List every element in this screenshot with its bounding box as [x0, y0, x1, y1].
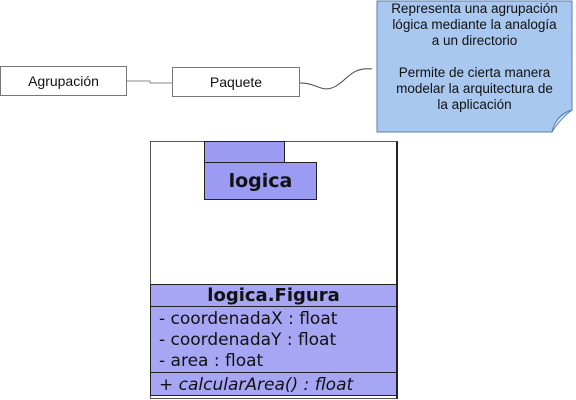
note-line: lógica mediante la analogía [392, 17, 557, 32]
paquete-label: Paquete [209, 74, 263, 90]
class-name: logica.Figura [151, 285, 396, 307]
paquete-box: Paquete [172, 67, 300, 97]
package-logica: logica [204, 162, 317, 200]
class-attribute: - coordenadaX : float [159, 309, 338, 329]
note-text: Representa una agrupación lógica mediant… [380, 1, 569, 113]
package-name: logica [228, 170, 293, 192]
class-attributes: - coordenadaX : float - coordenadaY : fl… [151, 307, 396, 373]
class-attribute: - area : float [159, 351, 264, 371]
paquete-note-connector [299, 68, 373, 90]
agrupacion-box: Agrupación [0, 66, 127, 96]
note-callout: Representa una agrupación lógica mediant… [376, 0, 573, 133]
class-logica-figura: logica.Figura - coordenadaX : float - co… [150, 284, 397, 396]
note-line: Representa una agrupación [391, 1, 558, 16]
package-tab [204, 141, 285, 163]
agrupacion-label: Agrupación [28, 73, 99, 89]
operation-visibility: + [159, 375, 174, 395]
note-paragraph-gap [380, 49, 569, 65]
note-line: Permite de cierta manera [398, 65, 551, 80]
note-line: modelar la arquitectura de [396, 81, 553, 96]
class-operation: + calcularArea() : float [159, 375, 396, 396]
note-shape [376, 0, 573, 133]
note-line: la aplicación [437, 97, 512, 112]
note-line: a un directorio [431, 33, 518, 48]
class-attribute: - coordenadaY : float [159, 330, 337, 350]
class-operations: + calcularArea() : float [151, 373, 396, 396]
operation-signature: calcularArea() : float [178, 375, 354, 395]
agrupacion-paquete-connector [127, 80, 172, 84]
